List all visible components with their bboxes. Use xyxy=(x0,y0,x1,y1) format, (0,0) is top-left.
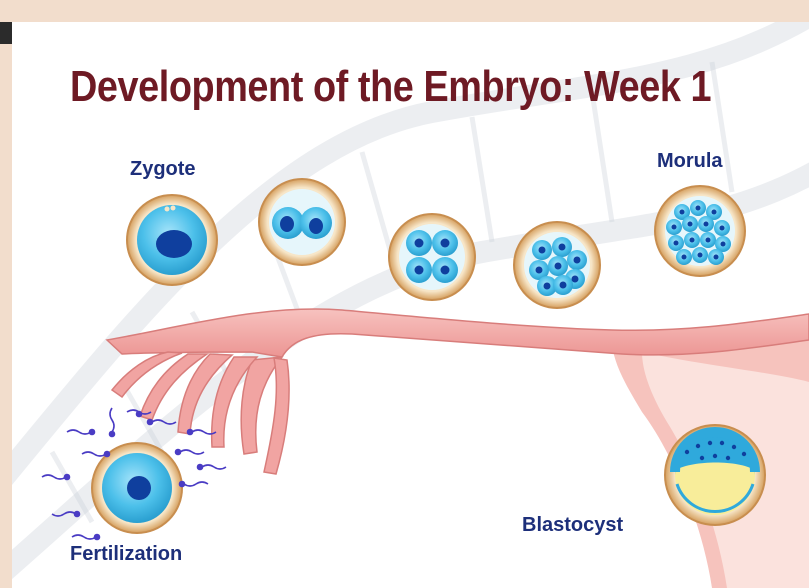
zygote-label: Zygote xyxy=(130,158,196,181)
fallopian-tube xyxy=(107,309,809,357)
blastocyst-cell xyxy=(665,425,765,525)
eight-cell-stage xyxy=(514,222,600,308)
frame-top xyxy=(0,0,809,22)
fertilization-label: Fertilization xyxy=(70,543,182,566)
diagram-panel: Development of the Embryo: Week 1 Zygote… xyxy=(12,22,809,588)
diagram-title: Development of the Embryo: Week 1 xyxy=(70,62,711,112)
four-cell-stage xyxy=(389,214,475,300)
morula-cell xyxy=(655,186,745,276)
frame-left xyxy=(0,44,12,588)
morula-label: Morula xyxy=(657,150,723,173)
blastocyst-label: Blastocyst xyxy=(522,514,623,537)
zygote-cell xyxy=(127,195,217,285)
two-cell-stage xyxy=(259,179,345,265)
